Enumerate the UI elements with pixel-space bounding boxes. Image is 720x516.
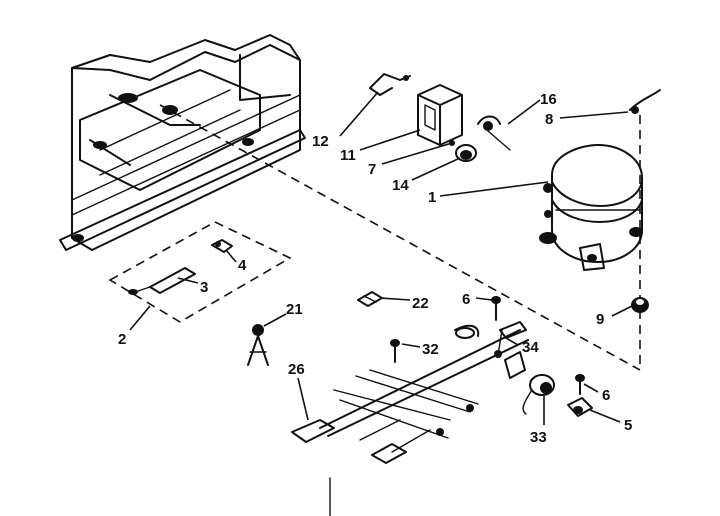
callout-labels: 12 11 7 14 16 8 1 9 3 4 2 22 6 21 34 32 … — [118, 91, 632, 446]
leader-lines — [129, 91, 633, 425]
part-26-wiring-harness — [291, 324, 529, 464]
callout-2: 2 — [118, 331, 126, 348]
callout-12: 12 — [312, 133, 329, 150]
callout-6-lower: 6 — [602, 387, 610, 404]
callout-1: 1 — [428, 189, 436, 206]
callout-14: 14 — [392, 177, 409, 194]
callout-6-upper: 6 — [462, 291, 470, 308]
part-5-clip — [567, 397, 593, 417]
part-1-compressor — [539, 144, 643, 271]
part-6-screw-lower — [575, 374, 585, 395]
callout-8: 8 — [545, 111, 553, 128]
part-9-grommet — [631, 297, 649, 313]
callout-11: 11 — [340, 147, 356, 164]
part-14-overload — [449, 140, 477, 162]
part-16-clip — [477, 115, 511, 151]
callout-3: 3 — [200, 279, 208, 296]
callout-4: 4 — [238, 257, 247, 274]
callout-33: 33 — [530, 429, 547, 446]
kit-outline — [108, 221, 292, 323]
cabinet-base — [59, 34, 306, 251]
part-11-relay-box — [417, 84, 463, 146]
part-4-fitting — [211, 239, 233, 253]
part-3-sensor — [128, 267, 196, 295]
callout-34: 34 — [522, 339, 539, 356]
part-8-hook — [629, 89, 661, 114]
part-12-bracket — [369, 73, 411, 96]
callout-9: 9 — [596, 311, 604, 328]
part-6-screw-upper — [491, 296, 501, 321]
part-22-clip — [357, 291, 383, 307]
callout-21: 21 — [286, 301, 303, 318]
callout-26: 26 — [288, 361, 305, 378]
callout-5: 5 — [624, 417, 632, 434]
part-33-capacitor — [522, 374, 555, 415]
part-32-screw — [390, 339, 400, 363]
callout-32: 32 — [422, 341, 439, 358]
callout-22: 22 — [412, 295, 429, 312]
callout-16: 16 — [540, 91, 557, 108]
assembly-line-main — [159, 104, 641, 371]
part-21-clamp — [247, 324, 269, 366]
callout-7: 7 — [368, 161, 376, 178]
